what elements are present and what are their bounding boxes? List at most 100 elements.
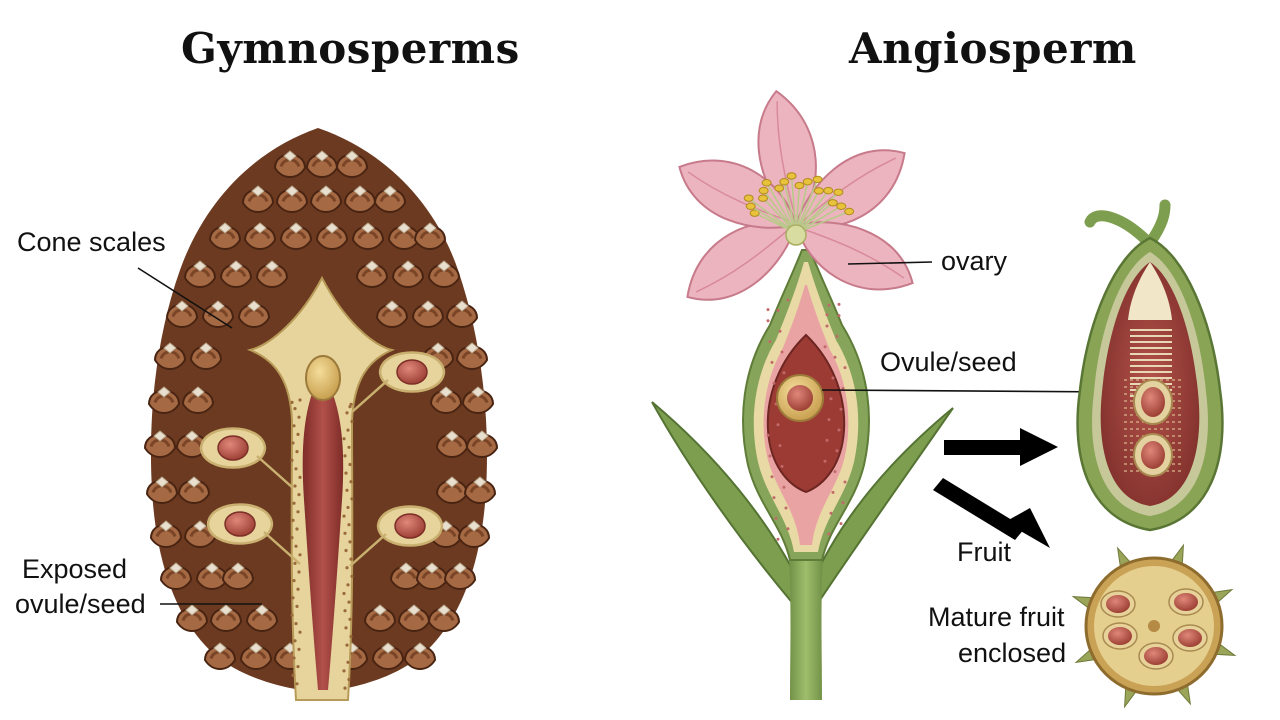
axis-dot	[344, 548, 348, 553]
cone-scale	[153, 345, 187, 370]
flower-stamens	[743, 172, 855, 246]
petal-shape	[794, 221, 914, 291]
cone-scale-tip	[365, 260, 379, 272]
axis-dot	[295, 527, 299, 531]
cone-scale	[147, 389, 181, 414]
cone-scale	[279, 225, 313, 250]
petal	[794, 221, 914, 291]
label-cone-scales: Cone scales	[17, 227, 166, 257]
pistil-dot	[837, 302, 841, 306]
stamen-anther	[758, 194, 769, 202]
stamen-anther	[833, 188, 844, 196]
petal-vein	[802, 228, 905, 279]
cone-scale	[363, 607, 397, 632]
cone-scale	[183, 263, 217, 288]
cone-scale	[273, 153, 307, 178]
stamen-filament	[765, 182, 797, 234]
cone-scale-tip	[193, 260, 207, 272]
axis-dot	[298, 475, 302, 479]
cone-scale	[159, 565, 193, 590]
stamen-anther	[827, 199, 838, 207]
cone-scale	[309, 188, 343, 213]
petal-vein	[695, 228, 790, 293]
cone-scale-tip	[251, 185, 265, 197]
stamen-anther	[774, 184, 785, 192]
axis-dot	[298, 630, 302, 634]
round-seed	[1178, 629, 1202, 647]
pistil-dot	[837, 314, 841, 318]
pistil-dot	[827, 303, 831, 307]
cone-scale-tip	[319, 185, 333, 197]
pistil-dot	[839, 407, 843, 411]
axis-dot	[291, 518, 295, 523]
cone-scale	[221, 565, 255, 590]
axis-dot	[347, 677, 351, 682]
pistil-dot	[776, 537, 780, 541]
axis-dot	[297, 570, 301, 574]
cone-scale-tip	[383, 185, 397, 197]
pistil-dot	[772, 496, 776, 500]
cone-scale	[177, 479, 211, 504]
cone-scale	[175, 607, 209, 632]
cone-scale	[443, 565, 477, 590]
cone-scale-tip	[399, 562, 413, 574]
pistil-dot	[772, 381, 776, 385]
axis-dot	[345, 488, 349, 492]
axis-dot	[347, 523, 351, 527]
stamen-anther	[749, 209, 760, 217]
cone-scale-tip	[401, 260, 415, 272]
pistil-dot	[770, 360, 774, 364]
cone-scale	[427, 607, 461, 632]
cone-scale	[243, 225, 277, 250]
cone-scale	[375, 303, 409, 328]
pistil-dot	[833, 470, 837, 474]
pistil-dot	[780, 464, 784, 468]
stamen-filament	[790, 175, 797, 234]
axis-dot	[348, 540, 352, 544]
pistil-dot	[774, 516, 778, 520]
axis-dot	[290, 400, 294, 404]
pistil-dot	[835, 334, 839, 338]
flower-stem	[788, 540, 824, 700]
cone-scale	[335, 153, 369, 178]
cone-scale	[241, 188, 275, 213]
pistil-dot	[776, 423, 780, 427]
pistil-dot	[827, 532, 831, 536]
axis-dot	[290, 536, 294, 540]
cone-scale-tip	[425, 562, 439, 574]
stamen-filament	[795, 179, 819, 234]
cone-top-ovule	[305, 355, 341, 401]
round-seed	[1174, 593, 1198, 611]
cone-scale-tip	[157, 386, 171, 398]
round-seed	[1108, 627, 1132, 645]
axis-dot	[345, 566, 349, 570]
cone-scale-tip	[421, 300, 435, 312]
cone-scale-tip	[205, 562, 219, 574]
cone-scale	[237, 303, 271, 328]
axis-dot	[348, 462, 352, 467]
axis-dot	[343, 531, 347, 535]
axis-dot	[347, 445, 351, 449]
axis-dot	[294, 544, 298, 548]
axis-dot	[298, 553, 302, 557]
cone-scale-tip	[229, 260, 243, 272]
axis-dot	[342, 591, 346, 596]
pistil-dot	[843, 480, 847, 484]
fruit-round-seeds	[1100, 588, 1208, 670]
axis-dot	[346, 505, 350, 510]
cone-scale	[203, 645, 237, 670]
cone-scale	[373, 188, 407, 213]
pistil-dot	[829, 397, 833, 401]
cone-scale-tip	[385, 300, 399, 312]
cone-scale	[208, 225, 242, 250]
pistil-dot	[768, 340, 772, 344]
axis-dot	[348, 617, 352, 621]
pistil-dot	[835, 449, 839, 453]
pistil-dot	[776, 308, 780, 312]
pistil-dot	[841, 386, 845, 390]
cone-scale-tip	[437, 604, 451, 616]
axis-dot	[298, 398, 302, 402]
cone-scale-tip	[413, 642, 427, 654]
cone-scale-tip	[155, 476, 169, 488]
